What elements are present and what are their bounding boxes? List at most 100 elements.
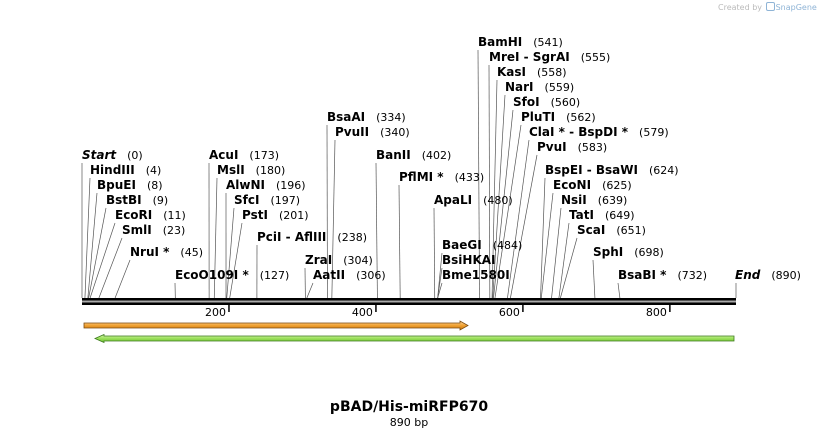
enzyme-site-label[interactable]: EcoNI bbox=[553, 178, 591, 192]
enzyme-site-label[interactable]: BanII bbox=[376, 148, 411, 162]
forward-feature-arrow[interactable] bbox=[83, 320, 469, 331]
enzyme-site-label[interactable]: NarI bbox=[505, 80, 534, 94]
enzyme-site-position: (196) bbox=[276, 179, 306, 192]
enzyme-site-label[interactable]: PflMI * bbox=[399, 170, 444, 184]
site-leader-line bbox=[229, 222, 243, 299]
credit-prefix: Created by bbox=[718, 3, 763, 12]
site-leader-line bbox=[560, 237, 578, 299]
enzyme-site-position: (304) bbox=[343, 254, 373, 267]
enzyme-site-position: (541) bbox=[533, 36, 563, 49]
bottom-strand bbox=[82, 302, 736, 305]
enzyme-site-label[interactable]: AatII bbox=[313, 268, 345, 282]
enzyme-site-label[interactable]: BspEI - BsaWI bbox=[545, 163, 638, 177]
site-leader-line bbox=[331, 139, 336, 299]
enzyme-site-label[interactable]: ApaLI bbox=[434, 193, 472, 207]
map-title: pBAD/His-miRFP670 bbox=[329, 399, 489, 415]
enzyme-site-label[interactable]: BamHI bbox=[478, 35, 522, 49]
site-leader-line bbox=[375, 162, 378, 299]
enzyme-site-position: (624) bbox=[649, 164, 679, 177]
enzyme-site-label[interactable]: PvuII bbox=[335, 125, 369, 139]
enzyme-site-label[interactable]: HindIII bbox=[90, 163, 135, 177]
end-label[interactable]: End bbox=[735, 268, 761, 282]
enzyme-site-position: (639) bbox=[598, 194, 628, 207]
ruler-tick-label: 600 bbox=[499, 306, 520, 319]
site-leader-line bbox=[437, 282, 443, 299]
enzyme-site-position: (559) bbox=[545, 81, 575, 94]
site-leader-line bbox=[114, 259, 131, 299]
map-length: 890 bp bbox=[389, 416, 429, 429]
enzyme-site-label[interactable]: BstBI bbox=[106, 193, 142, 207]
enzyme-site-label[interactable]: BpuEI bbox=[97, 178, 136, 192]
enzyme-site-label[interactable]: EcoRI bbox=[115, 208, 152, 222]
enzyme-site-position: (484) bbox=[493, 239, 523, 252]
enzyme-site-position: (625) bbox=[602, 179, 632, 192]
site-leader-line bbox=[437, 267, 443, 299]
enzyme-site-position: (732) bbox=[677, 269, 707, 282]
enzyme-site-label[interactable]: PciI - AflIII bbox=[257, 230, 326, 244]
enzyme-site-label[interactable]: BaeGI bbox=[442, 238, 482, 252]
enzyme-site-label[interactable]: ClaI * - BspDI * bbox=[529, 125, 629, 139]
end-label[interactable]: Start bbox=[82, 148, 117, 162]
site-leader-line bbox=[88, 207, 107, 299]
site-leader-lines bbox=[81, 49, 737, 299]
enzyme-site-position: (23) bbox=[163, 224, 186, 237]
enzyme-site-position: (480) bbox=[483, 194, 513, 207]
enzyme-site-position: (560) bbox=[551, 96, 581, 109]
enzyme-site-label[interactable]: AlwNI bbox=[226, 178, 265, 192]
site-leader-line bbox=[477, 49, 480, 299]
enzyme-site-label[interactable]: KasI bbox=[497, 65, 526, 79]
enzyme-site-label[interactable]: BsaAI bbox=[327, 110, 365, 124]
enzyme-site-label[interactable]: NsiI bbox=[561, 193, 587, 207]
enzyme-site-label[interactable]: PluTI bbox=[521, 110, 555, 124]
enzyme-site-position: (9) bbox=[153, 194, 169, 207]
site-leader-line bbox=[98, 237, 123, 299]
enzyme-site-position: (238) bbox=[337, 231, 367, 244]
feature-arrows bbox=[83, 320, 735, 344]
site-leader-line bbox=[492, 94, 506, 299]
enzyme-site-position: (306) bbox=[356, 269, 386, 282]
enzyme-site-label[interactable]: MslI bbox=[217, 163, 245, 177]
site-leader-line bbox=[433, 207, 436, 299]
enzyme-site-label[interactable]: NruI * bbox=[130, 245, 170, 259]
site-leader-line bbox=[493, 109, 514, 299]
enzyme-site-label[interactable]: TatI bbox=[569, 208, 594, 222]
enzyme-site-position: (11) bbox=[163, 209, 186, 222]
site-leader-line bbox=[87, 192, 98, 299]
site-leader-line bbox=[89, 222, 116, 299]
enzyme-site-label[interactable]: EcoO109I * bbox=[175, 268, 249, 282]
site-leader-line bbox=[491, 79, 498, 299]
enzyme-site-label[interactable]: SmlI bbox=[122, 223, 152, 237]
enzyme-site-label[interactable]: SfoI bbox=[513, 95, 540, 109]
enzyme-site-position: (197) bbox=[270, 194, 300, 207]
dna-backbone bbox=[82, 298, 736, 305]
enzyme-site-label[interactable]: ZraI bbox=[305, 253, 332, 267]
ruler-tick-label: 200 bbox=[205, 306, 226, 319]
enzyme-site-label[interactable]: PstI bbox=[242, 208, 268, 222]
enzyme-site-label[interactable]: SphI bbox=[593, 245, 623, 259]
ruler-tick-label: 400 bbox=[352, 306, 373, 319]
site-leader-line bbox=[507, 139, 530, 299]
enzyme-site-position: (402) bbox=[422, 149, 452, 162]
enzyme-site-position: (180) bbox=[256, 164, 286, 177]
enzyme-site-label[interactable]: ScaI bbox=[577, 223, 605, 237]
enzyme-site-label[interactable]: AcuI bbox=[209, 148, 238, 162]
site-leader-line bbox=[226, 207, 235, 299]
site-leader-line bbox=[213, 177, 218, 299]
enzyme-site-position: (651) bbox=[616, 224, 646, 237]
reverse-feature-arrow[interactable] bbox=[94, 333, 735, 344]
enzyme-site-label[interactable]: BsiHKAI bbox=[442, 253, 496, 267]
credit-brand: SnapGene bbox=[775, 3, 817, 12]
enzyme-site-label[interactable]: SfcI bbox=[234, 193, 259, 207]
enzyme-site-label[interactable]: MreI - SgrAI bbox=[489, 50, 570, 64]
site-leader-line bbox=[306, 282, 314, 299]
enzyme-site-position: (698) bbox=[634, 246, 664, 259]
enzyme-site-label[interactable]: PvuI bbox=[537, 140, 567, 154]
enzyme-site-position: (173) bbox=[249, 149, 279, 162]
enzyme-site-label[interactable]: Bme1580I bbox=[442, 268, 510, 282]
snapgene-credit: Created by SnapGene bbox=[718, 2, 818, 14]
enzyme-site-label[interactable]: BsaBI * bbox=[618, 268, 667, 282]
site-leader-line bbox=[398, 184, 401, 299]
enzyme-site-position: (555) bbox=[581, 51, 611, 64]
